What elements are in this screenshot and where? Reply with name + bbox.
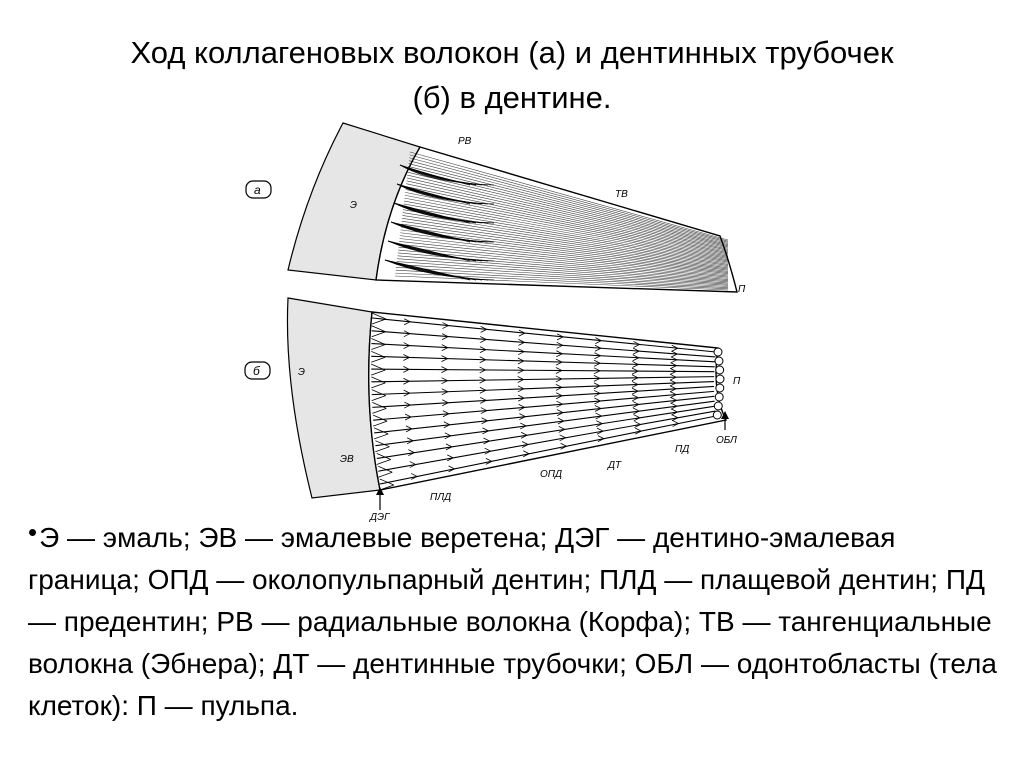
label-a-pulp: П (738, 284, 746, 295)
label-a-enamel: Э (350, 200, 357, 211)
odontoblast-cell (714, 348, 722, 356)
legend-paragraph: •Э — эмаль; ЭВ — эмалевые веретена; ДЭГ … (28, 511, 1003, 727)
odontoblast-cell (716, 375, 724, 383)
odontoblast-cell (714, 402, 722, 410)
label-b-odontoblasts: ОБЛ (716, 435, 737, 446)
panel-b: б Э ЭВ ДЭГ ПЛД ОПД ДТ ПД ОБЛ П (245, 298, 741, 523)
legend-text: Э — эмаль; ЭВ — эмалевые веретена; ДЭГ —… (28, 522, 997, 721)
label-b-enamel-spindles: ЭВ (340, 454, 354, 465)
odontoblast-cell (715, 393, 723, 401)
panel-b-enamel (287, 298, 380, 498)
odontoblast-cell (716, 366, 724, 374)
label-b-tubules: ДТ (607, 460, 622, 471)
odontoblast-cell (715, 357, 723, 365)
label-b-predentin: ПД (675, 444, 689, 455)
odontoblast-cell (716, 384, 724, 392)
label-b-pulp: П (733, 376, 741, 387)
label-a-tangential-fibers: ТВ (615, 189, 628, 200)
panel-a-tag: а (254, 183, 261, 197)
label-a-radial-fibers: РВ (458, 136, 472, 147)
panel-a: а Э РВ ТВ П (246, 123, 746, 295)
label-b-enamel: Э (298, 367, 305, 378)
legend-bullet: • (28, 517, 37, 547)
odontoblast-cell (713, 411, 721, 419)
label-b-circumpulpal-dentin: ОПД (540, 469, 562, 480)
label-b-mantle-dentin: ПЛД (430, 492, 451, 503)
